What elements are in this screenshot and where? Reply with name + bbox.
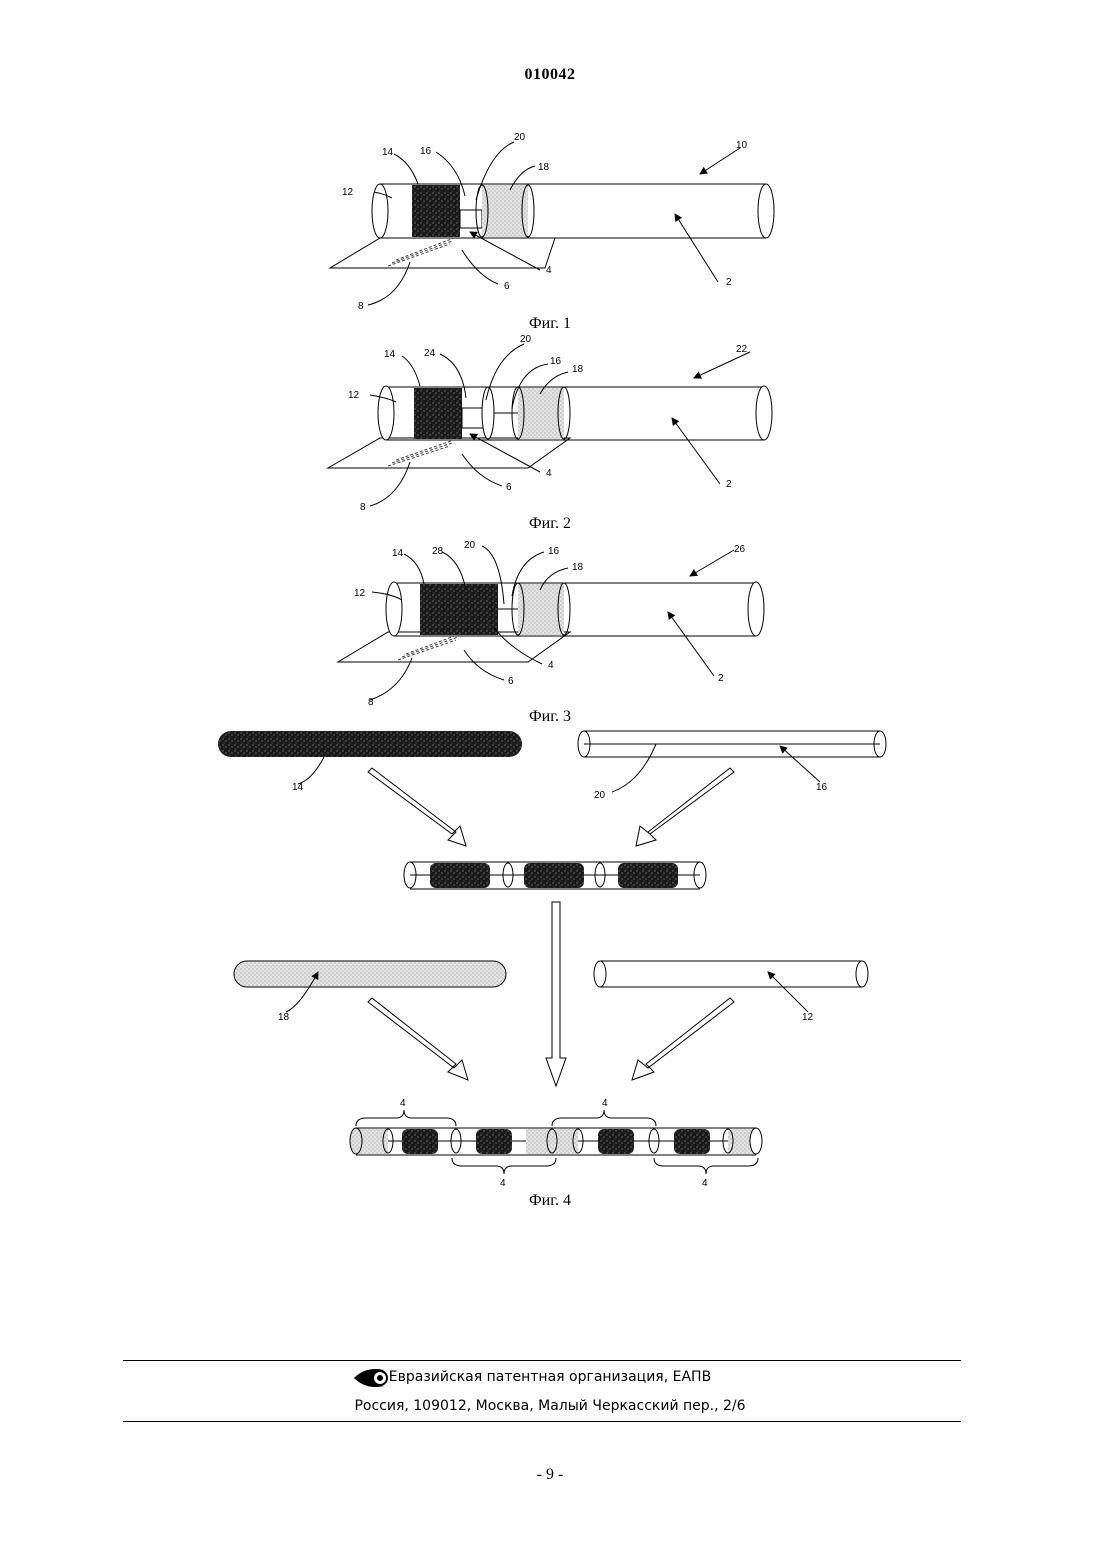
page-number: - 9 - [0,1466,1100,1484]
figure-1-labels: 10 20 18 16 14 12 4 6 2 8 [342,132,748,312]
segment-18 [518,584,564,635]
figure-4-caption: Фиг. 4 [529,1192,571,1209]
rod-16 [578,731,886,757]
wrapper-sheet-6 [330,238,555,268]
svg-text:4: 4 [400,1098,406,1109]
footer-bottom-rule [123,1421,961,1422]
svg-text:12: 12 [342,187,354,198]
svg-text:20: 20 [514,132,526,143]
svg-text:24: 24 [424,348,436,359]
svg-text:16: 16 [420,146,432,157]
svg-text:20: 20 [464,540,476,551]
svg-text:16: 16 [548,546,560,557]
svg-text:20: 20 [594,790,606,801]
svg-text:4: 4 [500,1178,506,1189]
svg-text:18: 18 [278,1012,290,1023]
figure-4 [218,731,886,1174]
figure-1-caption: Фиг. 1 [529,315,571,332]
footer-address: Россия, 109012, Москва, Малый Черкасский… [0,1398,1100,1414]
figure-3-caption: Фиг. 3 [529,708,571,725]
svg-text:12: 12 [348,390,360,401]
svg-text:18: 18 [572,364,584,375]
rod-14 [218,731,522,757]
svg-text:22: 22 [736,344,748,355]
svg-text:6: 6 [508,676,514,687]
rod-12 [594,961,868,987]
svg-text:4: 4 [702,1178,708,1189]
svg-text:8: 8 [360,502,366,513]
intermediate-rod [404,862,706,889]
footer-organization: Евразийская патентная организация, ЕАПВ [0,1369,1100,1385]
figure-1 [330,142,774,305]
svg-text:16: 16 [550,356,562,367]
svg-text:6: 6 [506,482,512,493]
arrow-combine-right-2 [632,998,734,1080]
segment-14 [412,185,460,237]
arrow-combine-left [368,768,466,846]
arrow-combine-right [636,768,734,846]
arrow-combine-left-2 [368,998,468,1080]
figure-2-caption: Фиг. 2 [529,515,571,532]
segment-18 [518,388,564,439]
segment-18 [482,185,528,237]
footer-top-rule [123,1360,961,1361]
svg-text:8: 8 [358,301,364,312]
svg-text:12: 12 [802,1012,814,1023]
svg-text:2: 2 [718,673,724,684]
svg-text:18: 18 [572,562,584,573]
svg-text:6: 6 [504,281,510,292]
segment-14 [414,388,462,439]
figure-2 [328,344,772,506]
svg-text:2: 2 [726,479,732,490]
svg-text:14: 14 [392,548,404,559]
svg-text:14: 14 [382,147,394,158]
svg-text:2: 2 [726,277,732,288]
svg-text:28: 28 [432,546,444,557]
svg-text:16: 16 [816,782,828,793]
svg-text:14: 14 [292,782,304,793]
segment-14-28 [420,584,498,635]
svg-text:4: 4 [548,660,554,671]
patent-drawings: 10 20 18 16 14 12 4 6 2 8 Фиг. 1 [0,0,1100,1340]
figure-3 [338,546,764,700]
svg-text:20: 20 [520,334,532,345]
svg-text:12: 12 [354,588,366,599]
svg-text:18: 18 [538,162,550,173]
svg-text:10: 10 [736,140,748,151]
svg-text:4: 4 [546,265,552,276]
svg-text:4: 4 [546,468,552,479]
svg-text:14: 14 [384,349,396,360]
rod-18 [234,961,506,987]
wrapper-sheet-6 [328,438,570,468]
svg-text:26: 26 [734,544,746,555]
arrow-down-center [546,902,566,1086]
svg-text:4: 4 [602,1098,608,1109]
final-rod [350,1128,762,1155]
svg-text:8: 8 [368,697,374,708]
